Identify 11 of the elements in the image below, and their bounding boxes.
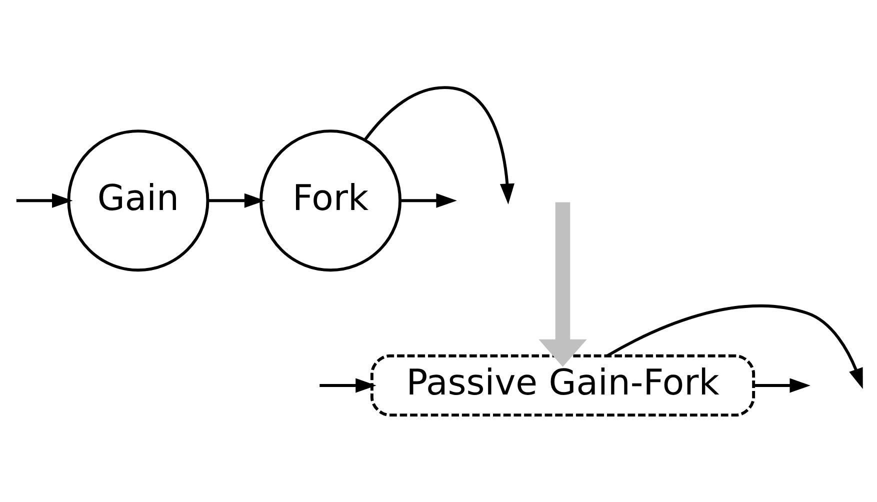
arrow	[320, 378, 376, 393]
arrow	[754, 378, 810, 393]
node-circle: Fork	[260, 130, 402, 272]
arrow	[16, 193, 73, 208]
node-box: Passive Gain-Fork	[370, 354, 756, 417]
arrow	[364, 86, 514, 204]
arrow	[208, 193, 266, 208]
node-circle: Gain	[67, 130, 210, 272]
arrow	[400, 193, 457, 208]
arrow	[606, 304, 863, 390]
arrow	[538, 202, 587, 367]
